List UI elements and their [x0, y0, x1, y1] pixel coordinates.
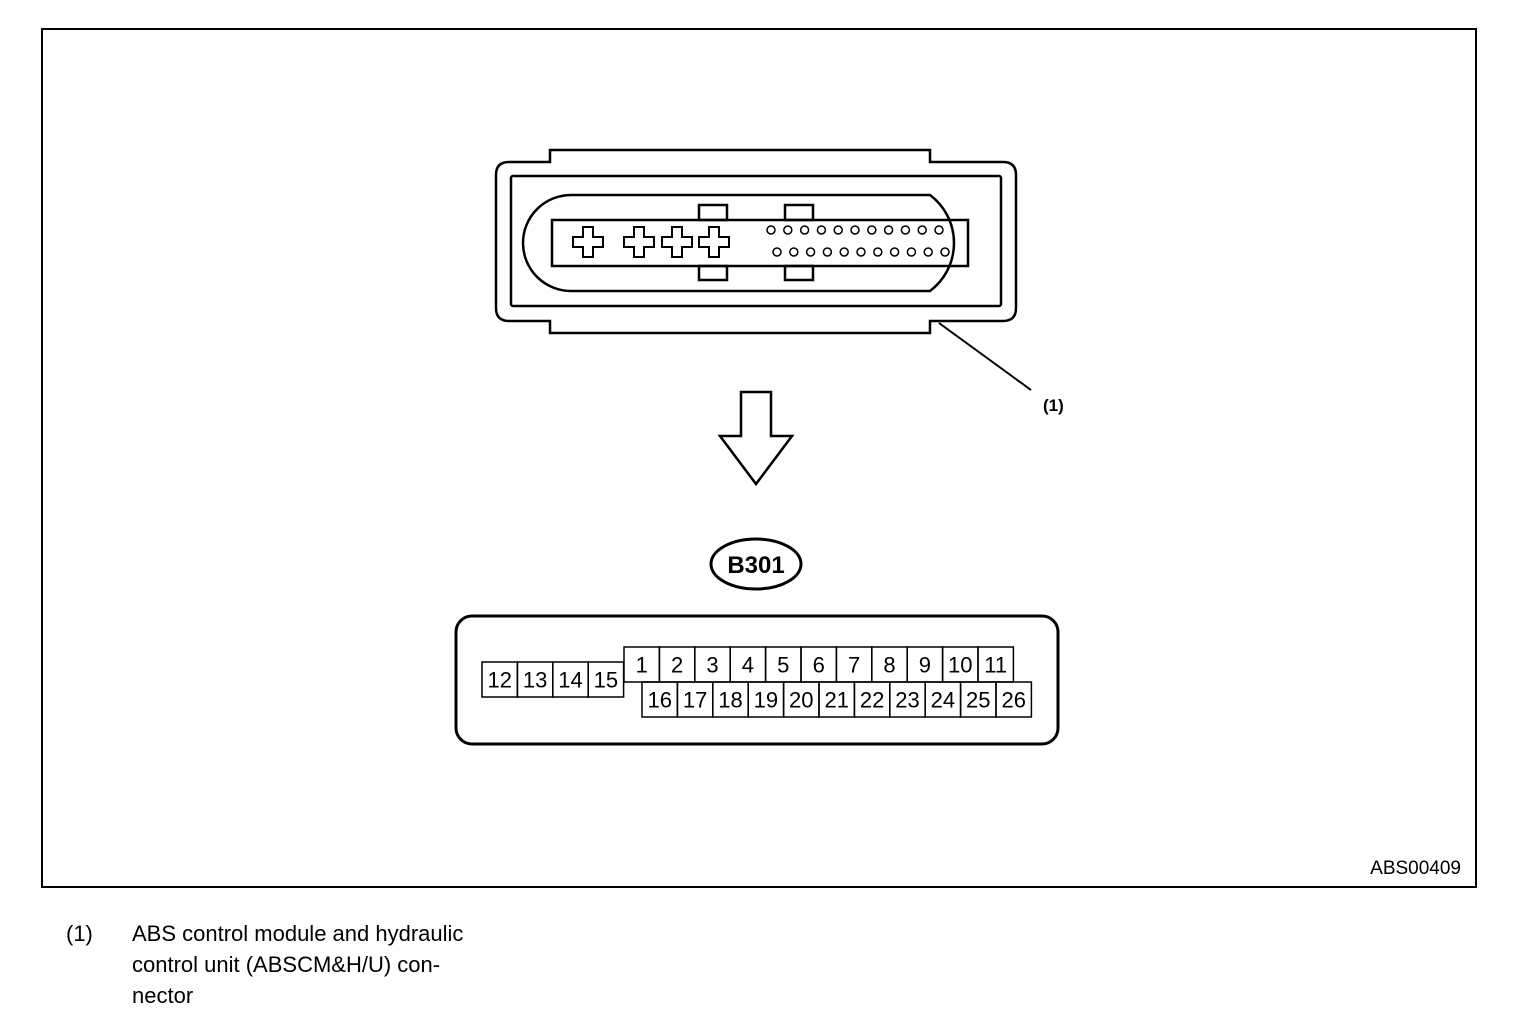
connector-id-oval [709, 537, 803, 591]
small-pin [867, 225, 877, 235]
terminal-number: 18 [718, 688, 742, 713]
terminal-cell: 13 [516, 661, 554, 698]
caption-number: (1) [66, 921, 93, 946]
terminal-number: 8 [883, 653, 895, 678]
terminal-layout-outline [454, 614, 1060, 746]
terminal-cell: 4 [729, 646, 767, 683]
terminal-cell: 21 [818, 681, 856, 718]
terminal-number: 14 [558, 668, 582, 693]
terminal-cell: 2 [658, 646, 696, 683]
terminal-number: 20 [789, 688, 813, 713]
terminal-cell: 14 [552, 661, 589, 698]
terminal-cell: 12 [481, 661, 519, 698]
terminal-number: 22 [860, 688, 884, 713]
small-pin [934, 225, 944, 235]
small-pin [833, 225, 843, 235]
terminal-number: 25 [966, 688, 990, 713]
terminal-cell: 9 [906, 646, 944, 683]
small-pin [822, 247, 833, 257]
connector-id: B301 [727, 552, 784, 579]
terminal-number: 6 [813, 653, 825, 678]
terminal-cell: 22 [853, 681, 891, 718]
callout-label: (1) [1043, 396, 1064, 415]
terminal-cell: 20 [782, 681, 820, 718]
small-pin [816, 225, 827, 235]
terminal-number: 23 [895, 688, 919, 713]
terminal-cell: 16 [641, 681, 679, 718]
small-pin [789, 247, 799, 257]
terminal-number: 5 [777, 653, 789, 678]
terminal-cell: 26 [995, 681, 1033, 718]
small-pin [889, 247, 900, 257]
terminal-number: 3 [706, 653, 718, 678]
small-pin [839, 247, 849, 257]
terminal-cell: 7 [835, 646, 873, 683]
terminal-cell: 5 [764, 646, 802, 683]
terminal-cell: 3 [694, 646, 731, 683]
small-pin [856, 247, 866, 257]
small-pin [906, 247, 917, 257]
small-pin [766, 225, 776, 235]
small-pin [883, 225, 894, 235]
large-pin [572, 226, 604, 258]
terminal-number: 26 [1001, 688, 1025, 713]
terminal-cell: 17 [676, 681, 714, 718]
small-pin [900, 225, 911, 235]
terminal-cell: 1 [623, 646, 661, 683]
terminal-number: 24 [931, 688, 955, 713]
terminal-number: 15 [594, 668, 618, 693]
terminal-cell: 25 [959, 681, 997, 718]
down-arrow-icon [717, 390, 795, 487]
terminal-number: 12 [487, 668, 511, 693]
terminal-cell: 8 [871, 646, 908, 683]
terminal-number: 1 [636, 653, 648, 678]
terminal-number: 19 [754, 688, 778, 713]
large-terminal-pins [572, 226, 730, 258]
small-pin [772, 247, 782, 257]
terminal-number: 16 [647, 688, 671, 713]
terminal-number: 10 [948, 653, 972, 678]
small-pin [917, 225, 927, 235]
terminal-cell: 24 [924, 681, 962, 718]
large-pin [661, 226, 693, 258]
small-pin [923, 247, 933, 257]
large-pin [623, 226, 655, 258]
small-pin [940, 247, 950, 257]
terminal-cell: 10 [941, 646, 979, 683]
small-pin [873, 247, 883, 257]
terminal-cell: 11 [977, 646, 1015, 683]
small-pin [850, 225, 860, 235]
figure-id: ABS00409 [1370, 858, 1461, 879]
terminal-number: 21 [824, 688, 848, 713]
terminal-number: 7 [848, 653, 860, 678]
terminal-number: 2 [671, 653, 683, 678]
terminal-number: 4 [742, 653, 754, 678]
small-terminal-pins [766, 225, 950, 257]
large-pin [698, 226, 730, 258]
terminal-cell: 23 [889, 681, 926, 718]
terminal-number: 11 [984, 653, 1007, 678]
terminal-number: 13 [523, 668, 547, 693]
caption-text: ABS control module and hydraulic control… [132, 921, 464, 1008]
connector-housing [494, 148, 1018, 335]
small-pin [783, 225, 793, 235]
terminal-number: 9 [919, 653, 931, 678]
terminal-cell: 15 [587, 661, 625, 698]
callout-leader-line [938, 322, 1032, 391]
terminal-number: 17 [683, 688, 707, 713]
terminal-cell: 18 [712, 681, 749, 718]
terminal-cell: 19 [747, 681, 785, 718]
terminal-cell: 6 [800, 646, 838, 683]
small-pin [805, 247, 816, 257]
small-pin [799, 225, 810, 235]
